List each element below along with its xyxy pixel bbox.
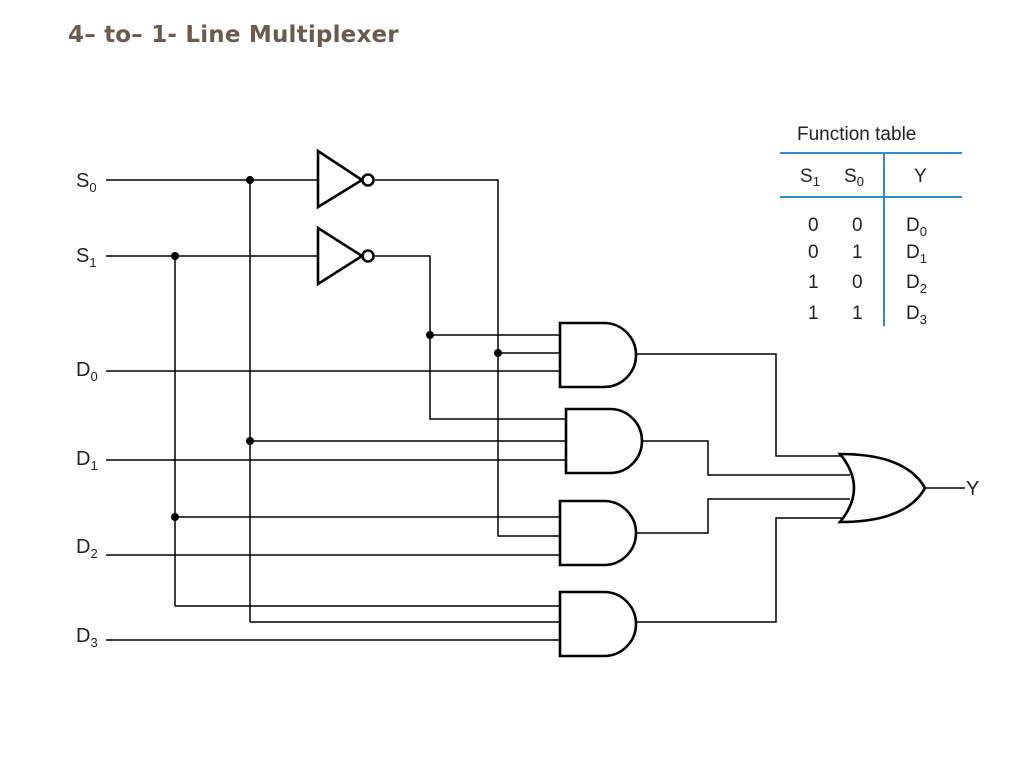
function-table: Function table S1 S0 Y 0 0 D0 0 1 D1 1 0…	[780, 124, 962, 327]
or-gate	[837, 452, 927, 524]
junction-dot	[426, 331, 434, 339]
input-label-s0: S0	[76, 170, 97, 195]
svg-text:D0: D0	[906, 215, 927, 239]
input-label-d0: D0	[76, 359, 98, 384]
table-row: 1 1 D3	[808, 303, 927, 327]
junction-dot	[246, 437, 254, 445]
not-gate-s0	[316, 148, 375, 210]
table-row: 0 0 D0	[808, 215, 927, 239]
svg-text:0: 0	[808, 215, 819, 236]
page-title: 4– to– 1- Line Multiplexer	[68, 22, 399, 48]
table-header-y: Y	[914, 166, 927, 187]
wire-s0-not	[375, 179, 560, 537]
junction-dot	[171, 513, 179, 521]
svg-text:1: 1	[808, 303, 819, 324]
wires	[106, 179, 965, 641]
and-gate-3	[558, 590, 638, 658]
svg-text:0: 0	[852, 272, 863, 293]
and-gate-2	[558, 499, 638, 567]
junction-dot	[494, 349, 502, 357]
and-gate-0	[558, 321, 638, 389]
and-gate-1	[564, 407, 644, 475]
junction-dot	[246, 176, 254, 184]
svg-text:S0: S0	[76, 170, 97, 195]
table-row: 1 0 D2	[808, 272, 927, 296]
junction-dot	[171, 252, 179, 260]
svg-text:D1: D1	[906, 242, 927, 266]
wire-and1-out	[642, 440, 850, 476]
input-label-d1: D1	[76, 448, 98, 473]
wire-and2-out	[636, 498, 850, 534]
svg-text:D2: D2	[76, 536, 98, 561]
output-label-y: Y	[966, 478, 979, 500]
wire-and0-out	[636, 353, 850, 457]
svg-text:1: 1	[852, 303, 863, 324]
table-header-s1: S1	[800, 166, 820, 189]
svg-text:1: 1	[808, 272, 819, 293]
svg-text:1: 1	[852, 242, 863, 263]
svg-text:D3: D3	[76, 625, 98, 650]
svg-text:D2: D2	[906, 272, 927, 296]
svg-text:0: 0	[808, 242, 819, 263]
wire-s1-not	[375, 255, 565, 420]
input-label-s1: S1	[76, 245, 97, 270]
svg-text:D0: D0	[76, 359, 98, 384]
not-gate-s1	[316, 225, 375, 287]
wire-and3-out	[636, 517, 850, 623]
input-label-d2: D2	[76, 536, 98, 561]
table-row: 0 1 D1	[808, 242, 927, 266]
svg-text:S1: S1	[76, 245, 97, 270]
function-table-title: Function table	[797, 124, 916, 145]
junctions	[171, 176, 502, 521]
svg-text:D1: D1	[76, 448, 98, 473]
svg-text:0: 0	[852, 215, 863, 236]
input-label-d3: D3	[76, 625, 98, 650]
svg-text:D3: D3	[906, 303, 927, 327]
table-header-s0: S0	[844, 166, 864, 189]
